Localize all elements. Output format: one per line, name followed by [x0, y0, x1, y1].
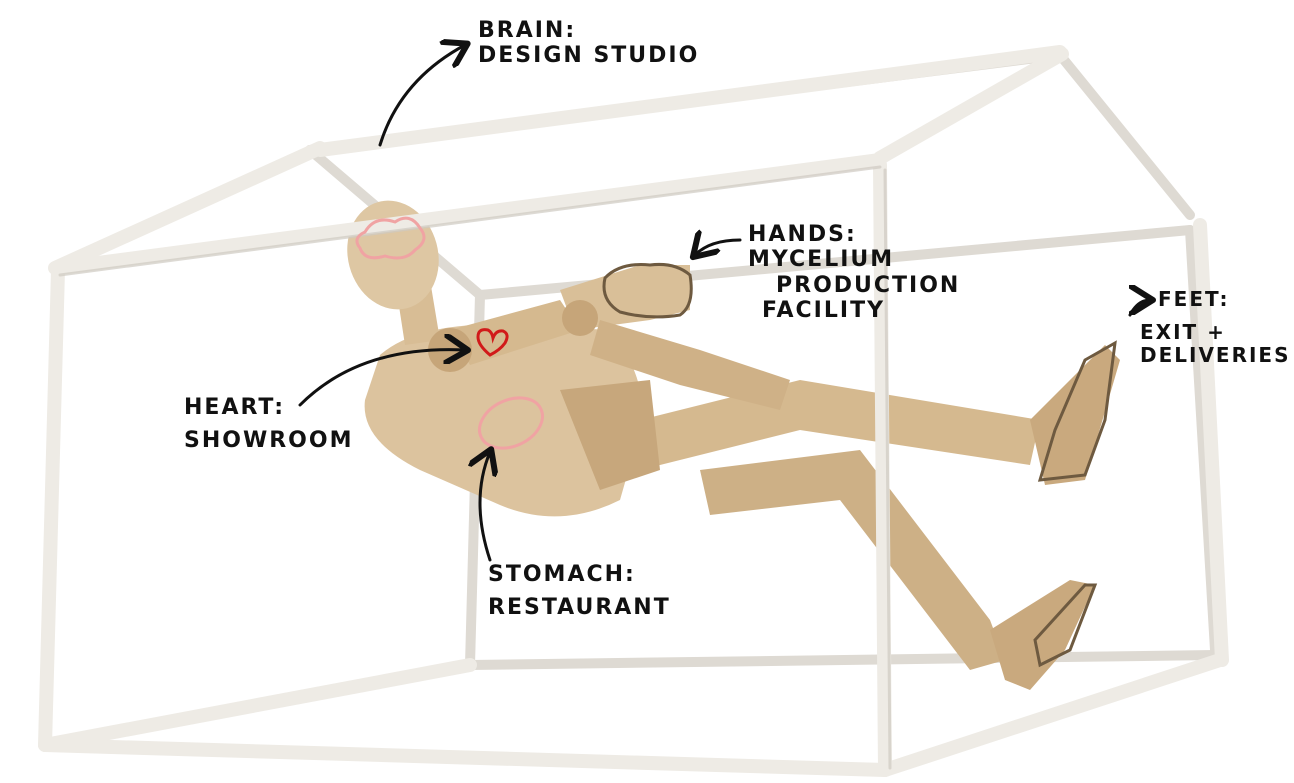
stomach-title: STOMACH: [488, 562, 671, 587]
hands-text-3: FACILITY [762, 298, 960, 323]
hands-text-2: PRODUCTION [776, 273, 960, 298]
brain-label: BRAIN: DESIGN STUDIO [478, 18, 699, 69]
brain-text: DESIGN STUDIO [478, 43, 699, 68]
feet-label: FEET: EXIT + DELIVERIES [1140, 288, 1291, 367]
hands-title: HANDS: [748, 222, 960, 247]
stomach-label: STOMACH: RESTAURANT [488, 562, 671, 621]
hands-arrow-icon [695, 240, 740, 255]
heart-title: HEART: [184, 395, 353, 420]
feet-title: FEET: [1158, 288, 1291, 311]
stomach-text: RESTAURANT [488, 595, 671, 620]
brain-title: BRAIN: [478, 18, 699, 43]
feet-text-2: DELIVERIES [1140, 344, 1291, 367]
hands-text-1: MYCELIUM [748, 247, 960, 272]
feet-text-1: EXIT + [1140, 321, 1291, 344]
hands-label: HANDS: MYCELIUM PRODUCTION FACILITY [748, 222, 960, 323]
heart-label: HEART: SHOWROOM [184, 395, 353, 454]
wooden-mannequin-icon [335, 190, 1120, 690]
heart-text: SHOWROOM [184, 428, 353, 453]
